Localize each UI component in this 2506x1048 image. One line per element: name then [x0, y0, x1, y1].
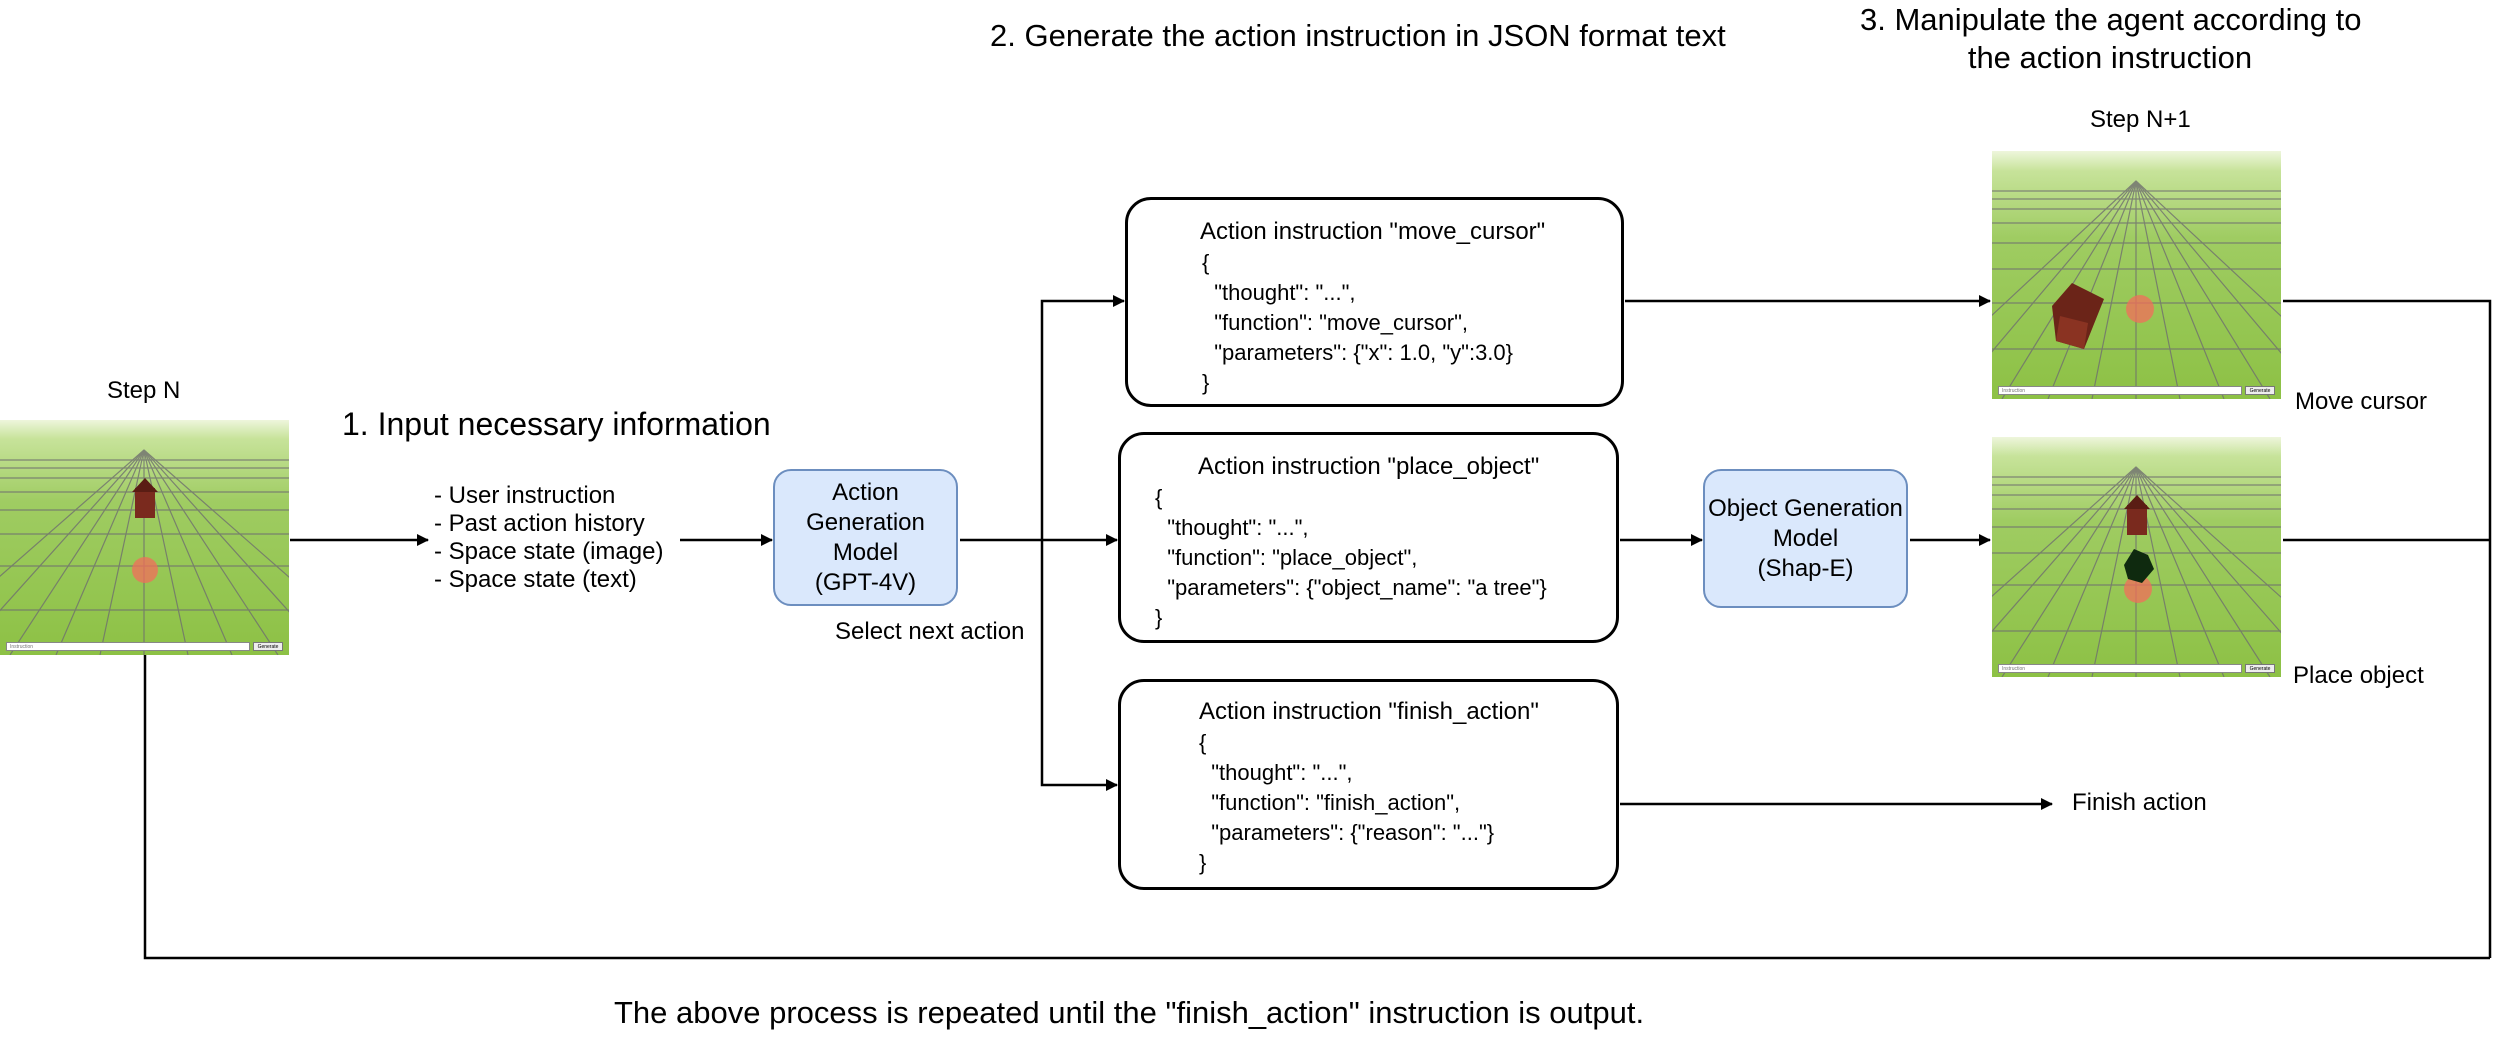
instruction-field: Instruction: [1998, 386, 2242, 395]
generate-button: Generate: [253, 642, 283, 651]
input-item: - Space state (text): [434, 566, 637, 593]
place-object-title: Action instruction "place_object": [1198, 453, 1540, 480]
instruction-bar: Instruction Generate: [1998, 386, 2275, 395]
object-generation-model-box: Object Generation Model (Shap-E): [1703, 469, 1908, 608]
instruction-field: Instruction: [6, 642, 250, 651]
finish-action-json: { "thought": "...", "function": "finish_…: [1199, 730, 1495, 875]
instruction-field: Instruction: [1998, 664, 2242, 673]
action-generation-model-box: Action Generation Model (GPT-4V): [773, 469, 958, 606]
house-object: [2127, 505, 2147, 535]
place-object-result-label: Place object: [2293, 662, 2424, 689]
place-object-json: { "thought": "...", "function": "place_o…: [1155, 485, 1547, 630]
generate-button: Generate: [2245, 386, 2275, 395]
grid-floor: [1992, 466, 2281, 677]
house-object: [2052, 283, 2104, 349]
move-cursor-instruction-box: Action instruction "move_cursor" { "thou…: [1125, 197, 1624, 407]
finish-action-instruction-box: Action instruction "finish_action" { "th…: [1118, 679, 1619, 890]
arrow-model-to-move: [1040, 295, 1125, 540]
tree-object: [2124, 549, 2154, 583]
input-item: - Space state (image): [434, 538, 664, 565]
move-cursor-result-label: Move cursor: [2295, 388, 2428, 415]
grid-floor: [1992, 180, 2281, 399]
finish-action-title: Action instruction "finish_action": [1199, 698, 1539, 725]
step1-heading: 1. Input necessary information: [342, 406, 771, 442]
move-cursor-json: { "thought": "...", "function": "move_cu…: [1202, 250, 1513, 395]
loop-back-line: [143, 655, 2490, 960]
house-object: [135, 488, 155, 518]
move-cursor-result-screenshot: Instruction Generate: [1992, 151, 2281, 399]
arrow-model-to-finish: [1040, 540, 1118, 791]
grid-floor: [0, 449, 289, 655]
cursor-marker: [2126, 295, 2154, 323]
step-n-screenshot: Instruction Generate: [0, 420, 289, 655]
instruction-bar: Instruction Generate: [1998, 664, 2275, 673]
generate-button: Generate: [2245, 664, 2275, 673]
cursor-marker: [132, 557, 158, 583]
line-move-result-to-loop: [2283, 299, 2492, 958]
cursor-marker: [2124, 575, 2152, 603]
select-next-action-caption: Select next action: [835, 618, 1025, 645]
move-cursor-title: Action instruction "move_cursor": [1200, 218, 1546, 245]
step-n-label: Step N: [107, 377, 181, 404]
step3-heading-line2: the action instruction: [1967, 40, 2253, 75]
footer-caption: The above process is repeated until the …: [614, 995, 1645, 1030]
input-item: - User instruction: [434, 482, 616, 509]
place-object-instruction-box: Action instruction "place_object" { "tho…: [1118, 432, 1619, 643]
finish-action-result-label: Finish action: [2072, 789, 2207, 816]
input-item: - Past action history: [434, 510, 645, 537]
step3-heading-line1: 3. Manipulate the agent according to: [1860, 2, 2362, 37]
instruction-bar: Instruction Generate: [6, 642, 283, 651]
place-object-result-screenshot: Instruction Generate: [1992, 437, 2281, 677]
step2-heading: 2. Generate the action instruction in JS…: [990, 18, 1726, 53]
step-n-plus-1-label: Step N+1: [2090, 106, 2191, 133]
